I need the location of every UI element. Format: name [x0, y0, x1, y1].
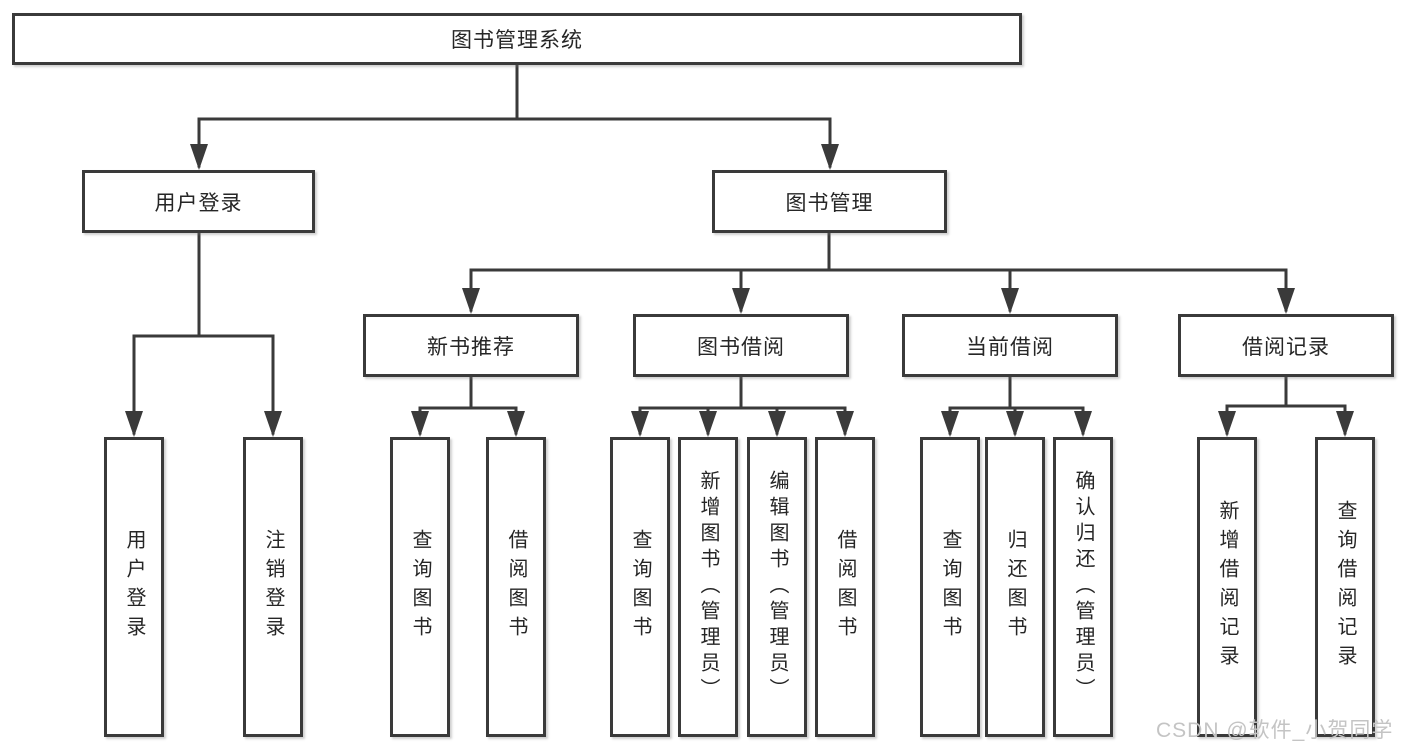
leaf-recommend-borrow-books: 借阅图书 — [486, 437, 546, 737]
leaf-current-confirm-return-label: 确认归还（管理员） — [1072, 470, 1094, 704]
leaf-current-return-books-label: 归还图书 — [1004, 529, 1026, 645]
leaf-borrowing-borrow-books: 借阅图书 — [815, 437, 875, 737]
node-current-borrowing-label: 当前借阅 — [966, 335, 1054, 359]
node-root-label: 图书管理系统 — [451, 29, 583, 52]
leaf-borrowing-query-books: 查询图书 — [610, 437, 670, 737]
leaf-user-login: 用户登录 — [104, 437, 164, 737]
node-new-book-recommend: 新书推荐 — [363, 314, 579, 377]
node-current-borrowing: 当前借阅 — [902, 314, 1118, 377]
leaf-user-login-label: 用户登录 — [123, 529, 145, 645]
leaf-borrowing-add-books-label: 新增图书（管理员） — [697, 470, 719, 704]
leaf-records-query-record-label: 查询借阅记录 — [1334, 500, 1356, 674]
node-borrowing-records: 借阅记录 — [1178, 314, 1394, 377]
node-book-borrowing-label: 图书借阅 — [697, 335, 785, 359]
leaf-current-query-books: 查询图书 — [920, 437, 980, 737]
leaf-recommend-query-books: 查询图书 — [390, 437, 450, 737]
node-user-login: 用户登录 — [82, 170, 315, 233]
leaf-recommend-borrow-books-label: 借阅图书 — [505, 529, 527, 645]
csdn-watermark: CSDN @软件_小贺同学 — [1156, 719, 1394, 742]
leaf-recommend-query-books-label: 查询图书 — [409, 529, 431, 645]
node-book-management-label: 图书管理 — [785, 191, 874, 215]
leaf-borrowing-add-books: 新增图书（管理员） — [678, 437, 738, 737]
leaf-borrowing-edit-books: 编辑图书（管理员） — [747, 437, 807, 737]
leaf-logout: 注销登录 — [243, 437, 303, 737]
node-borrowing-records-label: 借阅记录 — [1242, 335, 1330, 359]
leaf-current-return-books: 归还图书 — [985, 437, 1045, 737]
leaf-records-add-record: 新增借阅记录 — [1197, 437, 1257, 737]
node-book-borrowing: 图书借阅 — [633, 314, 849, 377]
leaf-records-query-record: 查询借阅记录 — [1315, 437, 1375, 737]
leaf-logout-label: 注销登录 — [262, 529, 284, 645]
leaf-current-query-books-label: 查询图书 — [939, 529, 961, 645]
leaf-current-confirm-return: 确认归还（管理员） — [1053, 437, 1113, 737]
node-user-login-label: 用户登录 — [154, 191, 243, 215]
node-new-book-recommend-label: 新书推荐 — [427, 335, 515, 359]
node-root: 图书管理系统 — [12, 13, 1022, 65]
leaf-borrowing-edit-books-label: 编辑图书（管理员） — [766, 470, 788, 704]
leaf-records-add-record-label: 新增借阅记录 — [1216, 500, 1238, 674]
node-book-management: 图书管理 — [712, 170, 947, 233]
leaf-borrowing-query-books-label: 查询图书 — [629, 529, 651, 645]
leaf-borrowing-borrow-books-label: 借阅图书 — [834, 529, 856, 645]
